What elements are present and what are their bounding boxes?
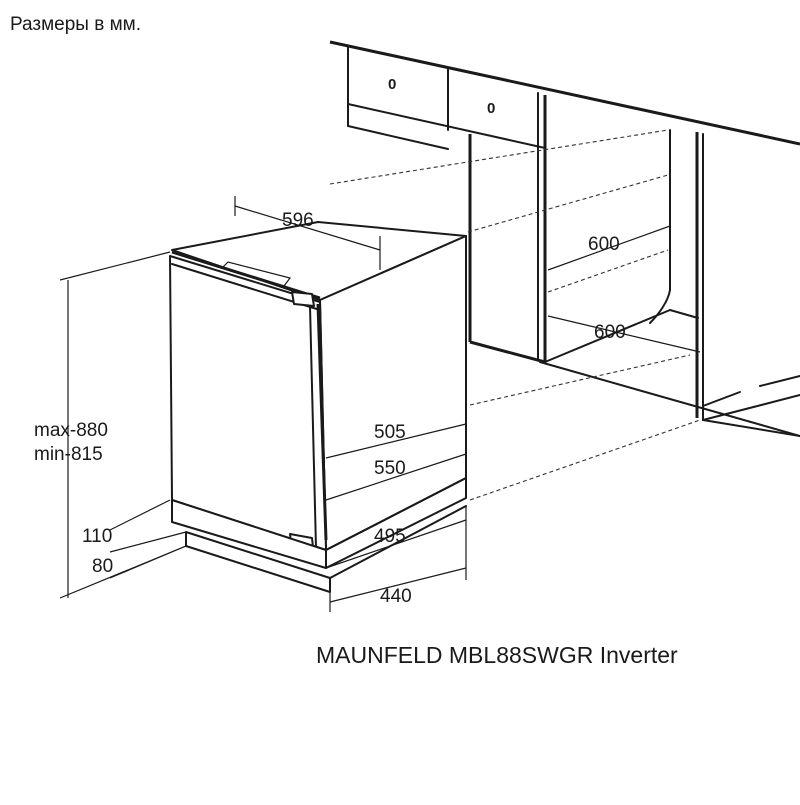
plinth-80-label: 80 [92,556,113,577]
depth-440-label: 440 [380,586,412,607]
dimension-lines [59,196,701,612]
niche-width-label: 600 [588,234,620,255]
height-max-label: max-880 [34,420,108,441]
model-name: MAUNFELD MBL88SWGR Inverter [316,642,678,668]
drawer-knob-right: 0 [487,100,495,117]
plinth-110-label: 110 [82,526,112,547]
height-min-label: min-815 [34,444,103,465]
drawer-knob-left: 0 [388,76,396,93]
kitchen-cabinets [329,40,800,501]
dishwasher [169,221,467,593]
units-caption: Размеры в мм. [10,14,141,35]
niche-depth-label: 600 [594,322,626,343]
depth-550-label: 550 [374,458,406,479]
width-label: 596 [282,210,314,231]
depth-505-label: 505 [374,422,406,443]
depth-495-label: 495 [374,526,406,547]
